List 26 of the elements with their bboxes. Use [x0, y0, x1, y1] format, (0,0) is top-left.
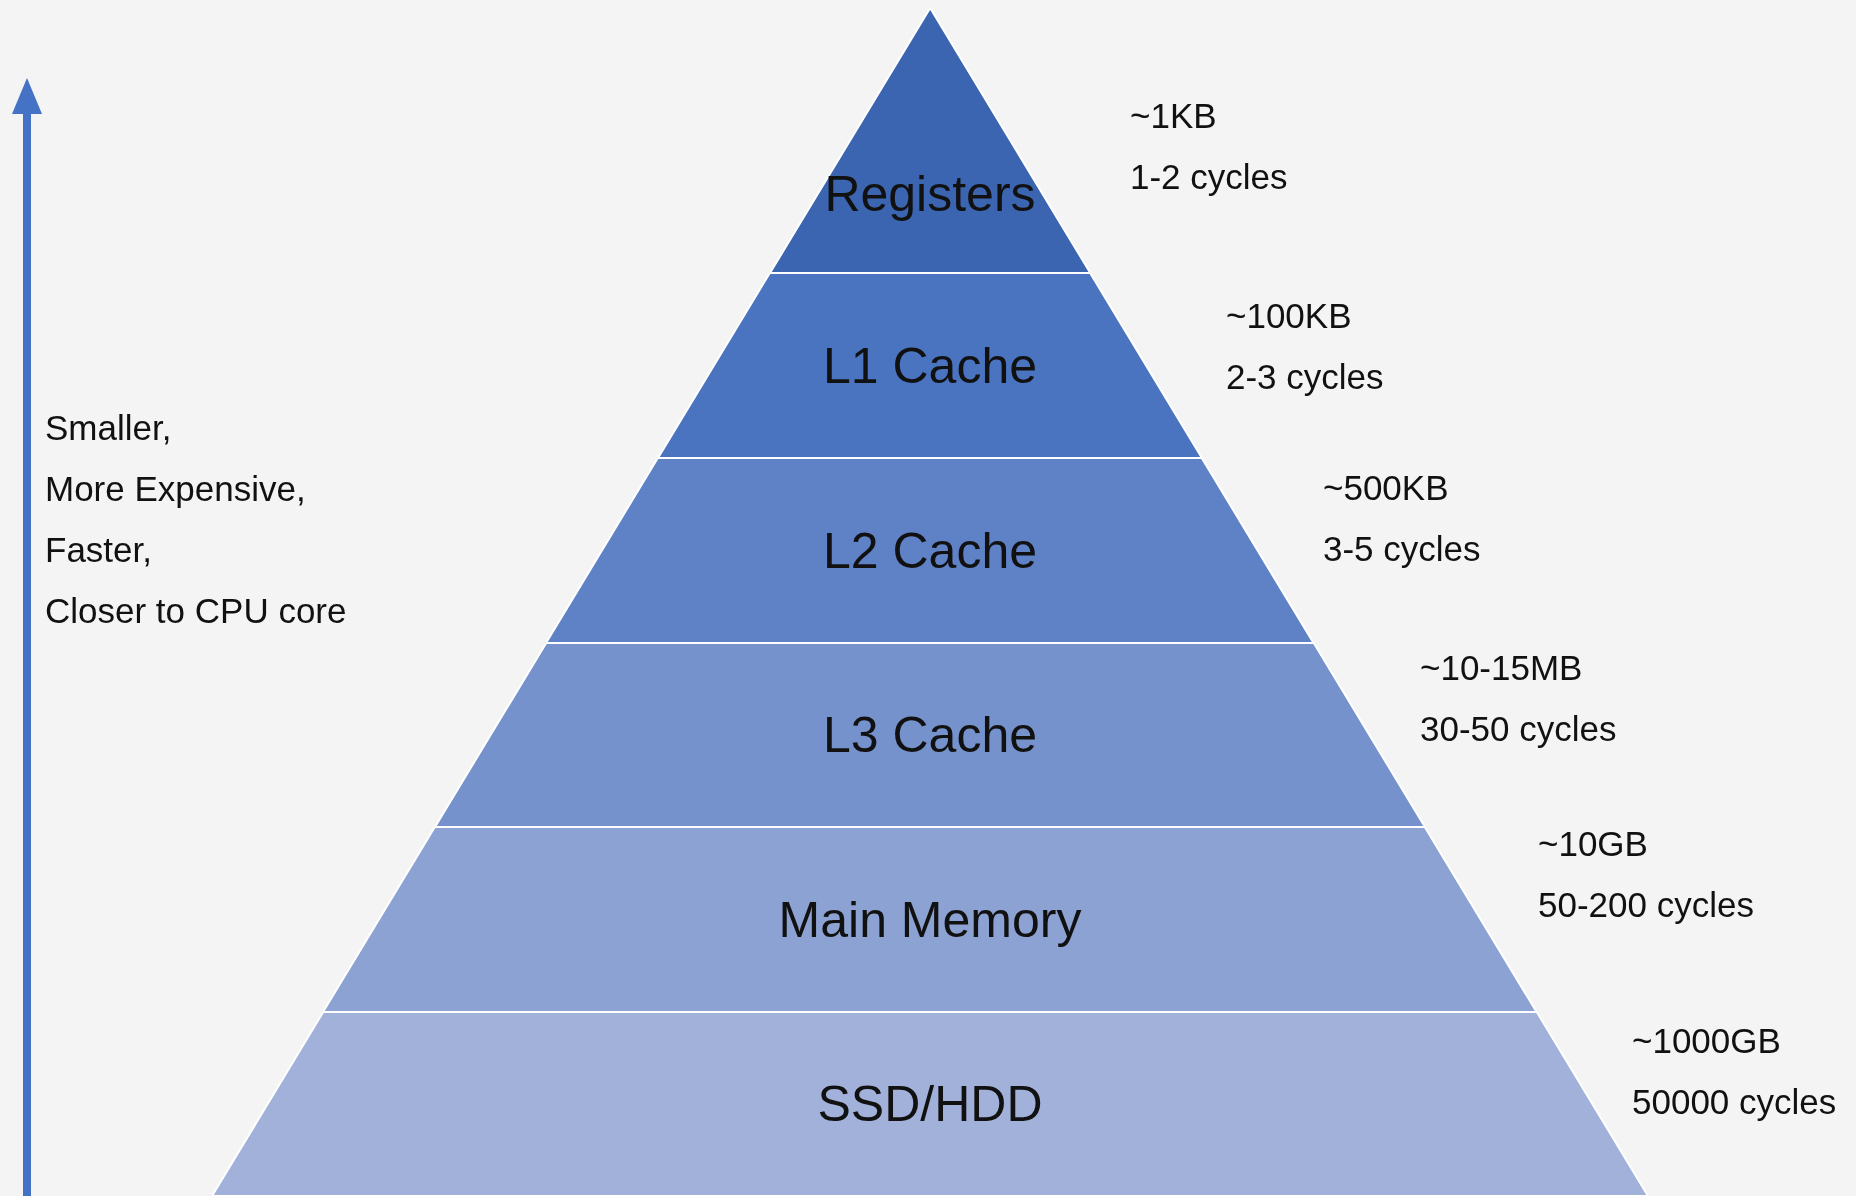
arrow-caption-line: Faster,	[45, 530, 152, 570]
tier-label: L2 Cache	[822, 521, 1037, 580]
tier-label: Registers	[824, 164, 1036, 223]
capacity-note: ~100KB	[1226, 296, 1352, 336]
arrow-caption-line: Smaller,	[45, 408, 172, 448]
tier-label: Main Memory	[778, 890, 1082, 949]
latency-note: 30-50 cycles	[1420, 709, 1617, 749]
tier-label: L1 Cache	[822, 336, 1037, 395]
capacity-note: ~1000GB	[1632, 1021, 1781, 1061]
pyramid-tier	[658, 273, 1202, 458]
tier-label: SSD/HDD	[817, 1075, 1043, 1133]
arrow-caption-line: More Expensive,	[45, 469, 306, 509]
tier-label: L3 Cache	[822, 706, 1037, 764]
latency-note: 50-200 cycles	[1538, 885, 1754, 925]
capacity-note: ~10-15MB	[1420, 648, 1583, 688]
pyramid-tier	[323, 827, 1537, 1012]
capacity-note: ~1KB	[1130, 96, 1217, 136]
latency-note: 3-5 cycles	[1323, 529, 1481, 569]
arrow-caption-line: Closer to CPU core	[45, 591, 347, 631]
capacity-note: ~10GB	[1538, 824, 1648, 864]
latency-note: 2-3 cycles	[1226, 357, 1384, 397]
latency-note: 1-2 cycles	[1130, 157, 1288, 197]
latency-note: 50000 cycles	[1632, 1082, 1837, 1122]
pyramid-tier	[546, 458, 1314, 643]
capacity-note: ~500KB	[1323, 468, 1449, 508]
pyramid-top-triangle	[769, 8, 1091, 273]
